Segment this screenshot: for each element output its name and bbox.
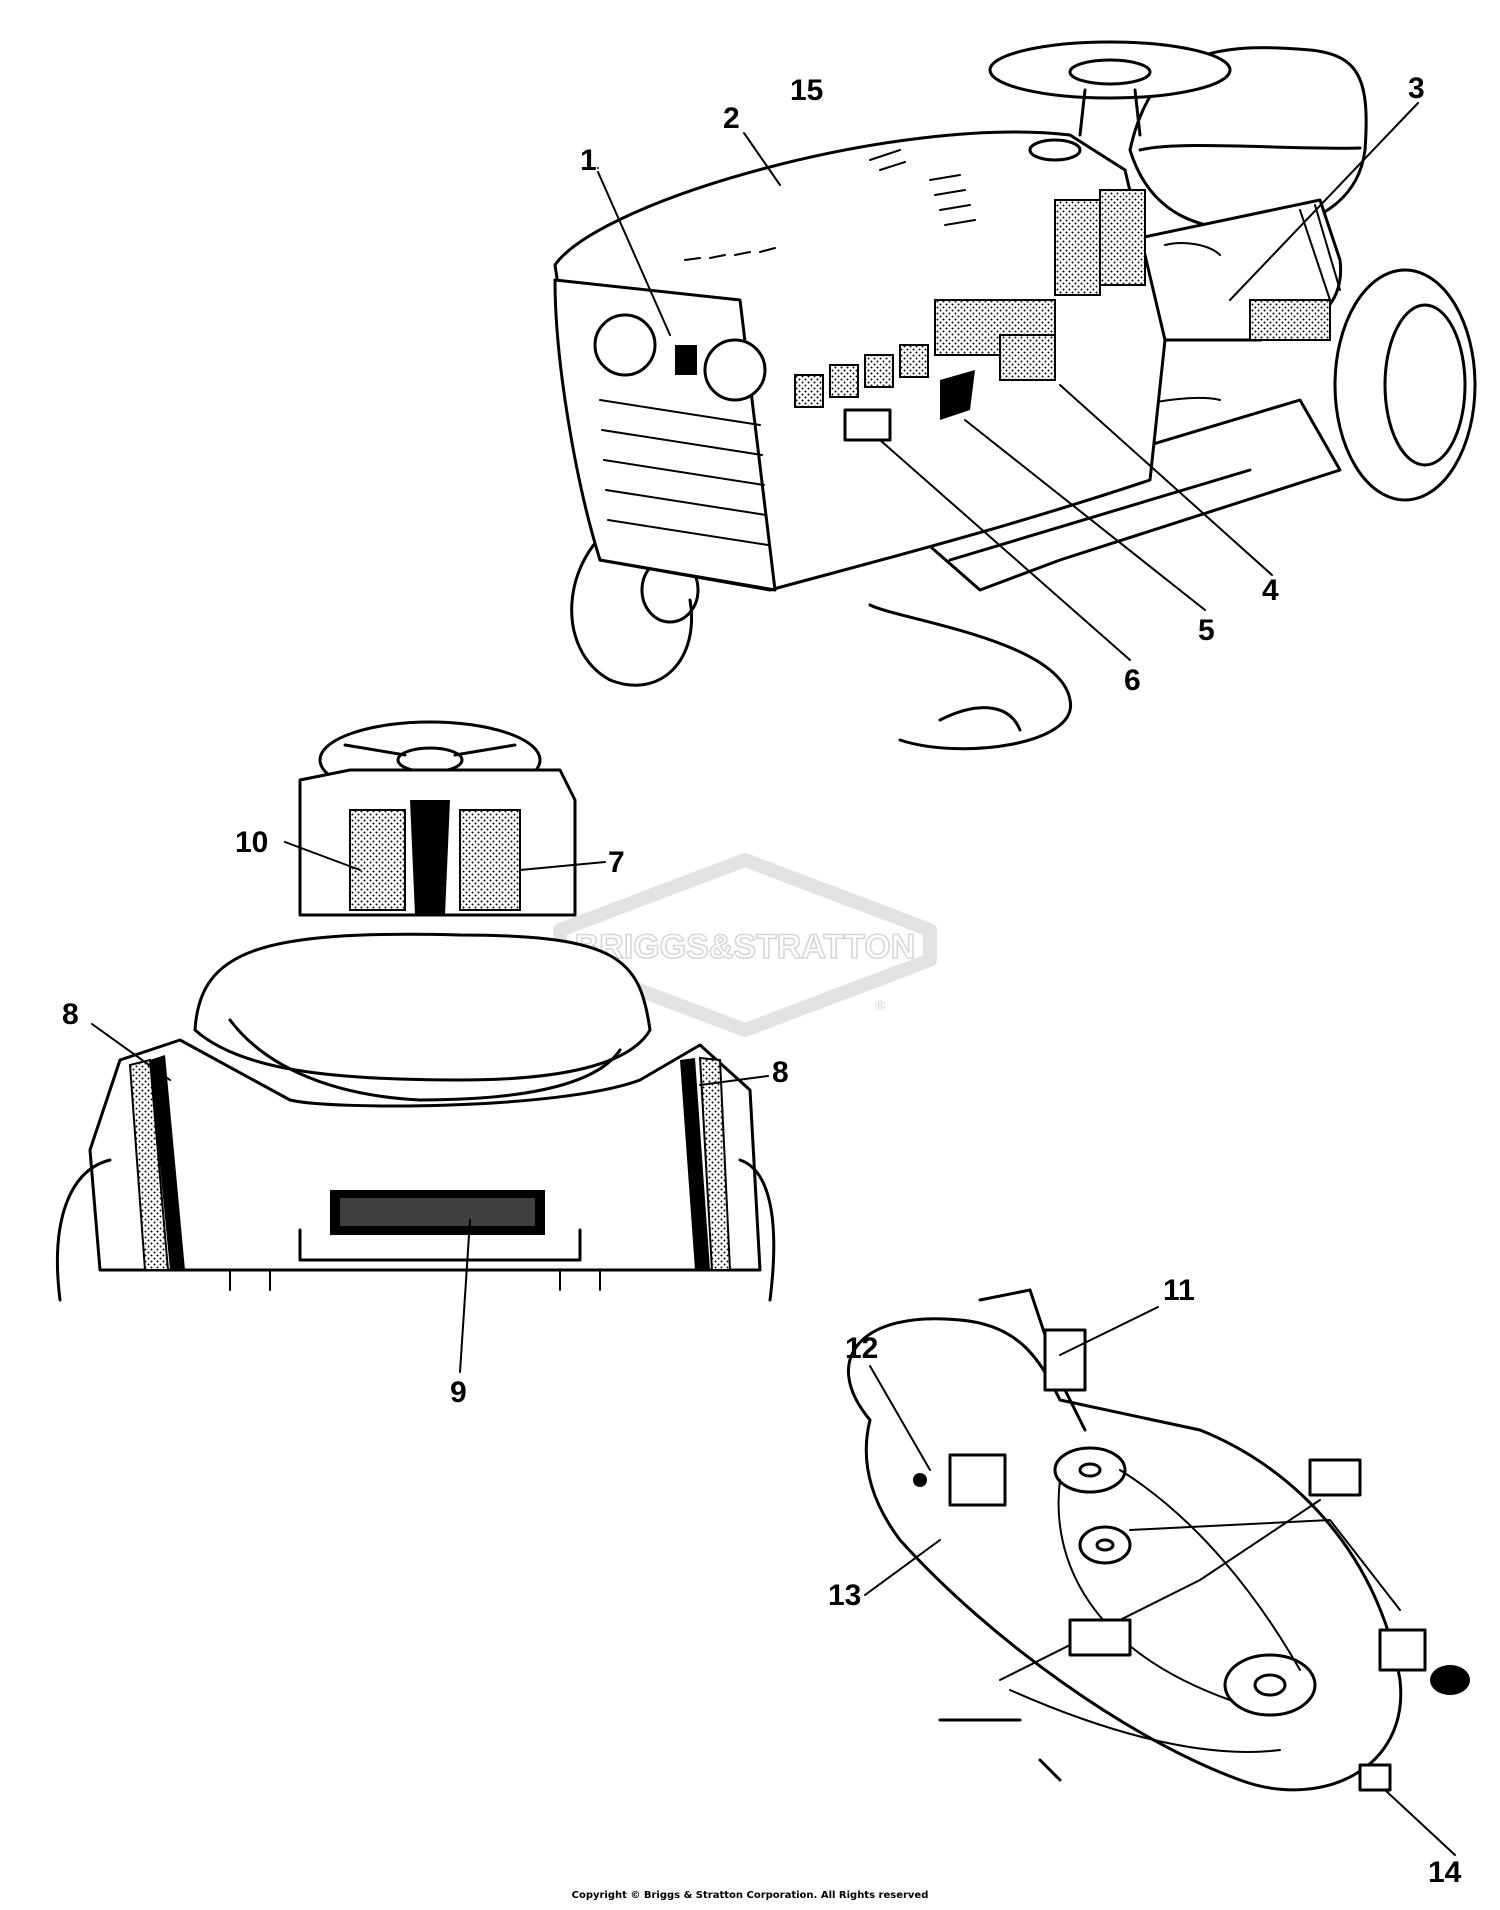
callout-2: 2 bbox=[723, 102, 740, 135]
callout-15: 15 bbox=[790, 74, 823, 107]
callout-1: 1 bbox=[580, 144, 597, 177]
callout-3: 3 bbox=[1408, 72, 1425, 105]
callout-10: 10 bbox=[235, 826, 268, 859]
callout-14: 14 bbox=[1428, 1856, 1462, 1889]
rear-view-illustration bbox=[56, 720, 776, 1302]
callout-11: 11 bbox=[1163, 1274, 1195, 1307]
callout-7: 7 bbox=[608, 846, 625, 879]
watermark-registered-mark: ® bbox=[875, 997, 886, 1013]
callout-5: 5 bbox=[1198, 614, 1215, 647]
mower-deck-illustration bbox=[847, 1288, 1470, 1792]
copyright-notice: Copyright © Briggs & Stratton Corporatio… bbox=[571, 1890, 929, 1901]
callout-8-right: 8 bbox=[772, 1056, 789, 1089]
callout-8-left: 8 bbox=[62, 998, 79, 1031]
callout-9: 9 bbox=[450, 1376, 467, 1409]
watermark-text: BRIGGS&STRATTON bbox=[575, 928, 916, 966]
callout-labels: 1 2 3 4 5 6 7 8 8 9 10 11 12 13 14 15 bbox=[62, 72, 1462, 1889]
tractor-illustration bbox=[553, 40, 1477, 751]
callout-12: 12 bbox=[845, 1332, 878, 1365]
callout-4: 4 bbox=[1262, 574, 1279, 607]
leader-lines bbox=[91, 102, 1456, 1856]
callout-6: 6 bbox=[1124, 664, 1141, 697]
callout-13: 13 bbox=[828, 1579, 861, 1612]
